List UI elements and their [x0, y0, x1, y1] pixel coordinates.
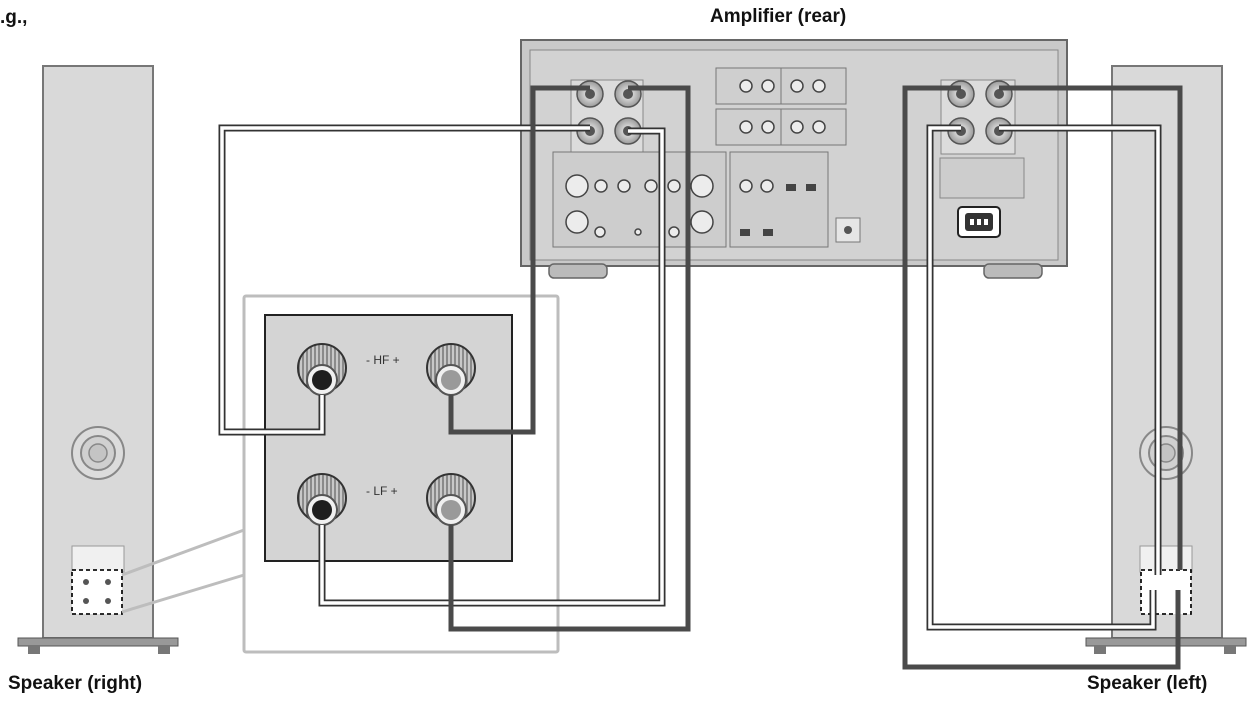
cable-lf-positive	[448, 85, 691, 632]
cables-right-speaker	[218, 85, 691, 632]
hf-label: - HF +	[366, 353, 400, 367]
speaker-right-base	[17, 637, 179, 647]
lf-positive-terminal	[426, 473, 476, 526]
example-prefix: .g.,	[0, 7, 28, 28]
lf-negative-terminal	[297, 473, 347, 526]
cable-left-dark-inner	[999, 85, 1183, 570]
speaker-left	[1085, 65, 1247, 654]
speaker-right-cabinet	[42, 65, 154, 639]
speaker-left-terminal-box	[1140, 569, 1192, 615]
cable-hf-positive	[448, 85, 590, 435]
speaker-right-terminal-box	[71, 569, 123, 615]
lf-label: - LF +	[366, 484, 398, 498]
cable-left-dark-outer	[902, 85, 1181, 670]
hf-positive-terminal	[426, 343, 476, 396]
amplifier-label: Amplifier (rear)	[710, 6, 847, 27]
speaker-left-cabinet	[1111, 65, 1223, 639]
speaker-right	[17, 65, 179, 654]
speaker-left-base	[1085, 637, 1247, 647]
cables-left-speaker	[902, 85, 1183, 670]
speaker-terminal-panel: - HF + - LF +	[264, 314, 513, 562]
speaker-right-label: Speaker (right)	[8, 673, 143, 694]
zoom-callout	[121, 294, 560, 654]
amplifier-rear	[520, 39, 1068, 279]
speaker-left-label: Speaker (left)	[1087, 673, 1208, 694]
